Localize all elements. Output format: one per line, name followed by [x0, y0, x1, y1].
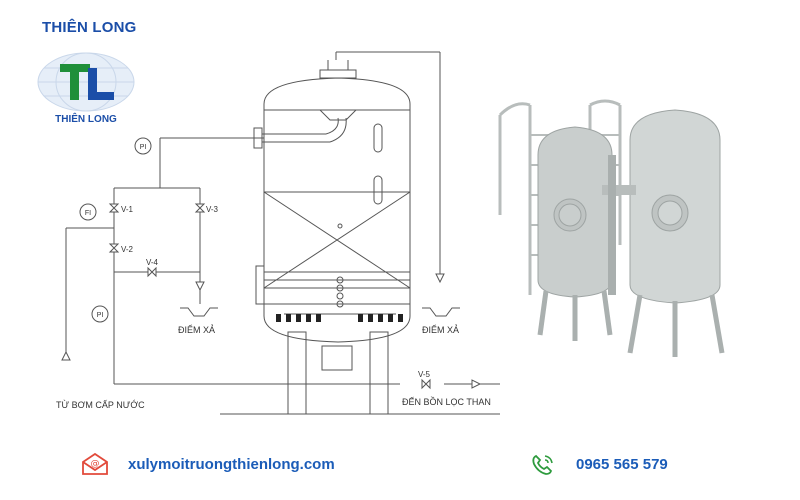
email-icon: @	[82, 452, 108, 475]
phone-text[interactable]: 0965 565 579	[576, 455, 668, 473]
outlet-label: ĐẾN BỒN LỌC THAN	[402, 396, 491, 407]
svg-text:@: @	[91, 459, 100, 469]
thien-long-logo	[37, 52, 135, 112]
instrument-label-pi-bottom: PI	[97, 312, 104, 319]
pressure-tank-photo	[498, 99, 725, 357]
valve-label-v5: V-5	[418, 370, 431, 379]
valve-label-v2: V-2	[121, 245, 134, 254]
instrument-label-fi: FI	[85, 210, 91, 217]
drain-label-left: ĐIỂM XẢ	[178, 324, 215, 335]
instrument-label-pi-top: PI	[140, 144, 147, 151]
inlet-label: TỪ BƠM CẤP NƯỚC	[56, 400, 145, 410]
phone-icon	[532, 454, 553, 475]
brand-title: THIÊN LONG	[42, 19, 137, 36]
email-contact[interactable]: @ xulymoitruongthienlong.com	[80, 452, 335, 476]
logo-caption: THIÊN LONG	[55, 114, 117, 125]
drain-label-right: ĐIỂM XẢ	[422, 324, 459, 335]
valve-label-v3: V-3	[206, 205, 219, 214]
valve-label-v1: V-1	[121, 205, 134, 214]
email-text[interactable]: xulymoitruongthienlong.com	[128, 455, 335, 473]
phone-contact[interactable]: 0965 565 579	[528, 452, 668, 476]
valve-label-v4: V-4	[146, 258, 159, 267]
